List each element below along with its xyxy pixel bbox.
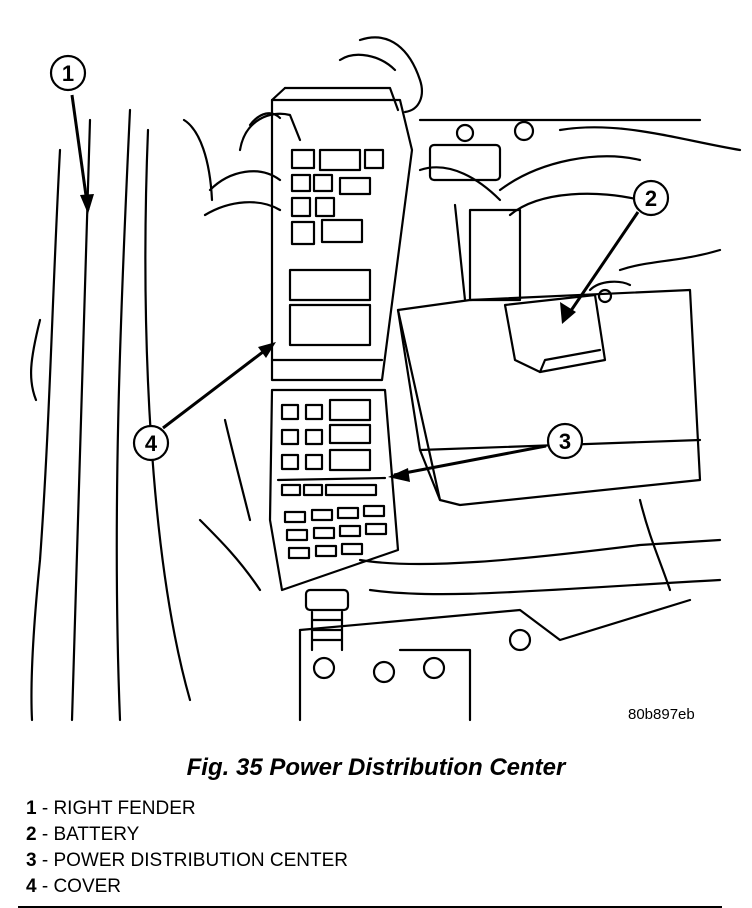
callout-1-label: 1 <box>62 61 74 86</box>
pdc-base-drawing <box>268 388 400 592</box>
legend-item-number: 4 <box>26 876 37 897</box>
engine-hoses-drawing <box>198 118 742 592</box>
legend-item-text: - RIGHT FENDER <box>36 798 196 819</box>
legend-item: 3 - POWER DISTRIBUTION CENTER <box>26 848 348 874</box>
callout-1: 1 <box>49 54 94 214</box>
legend-list: 1 - RIGHT FENDER 2 - BATTERY 3 - POWER D… <box>26 796 348 900</box>
legend-item: 2 - BATTERY <box>26 822 348 848</box>
callout-4-label: 4 <box>145 431 158 456</box>
figure-caption: Fig. 35 Power Distribution Center <box>186 754 566 781</box>
battery-drawing <box>396 248 722 592</box>
fender-drawing <box>29 108 214 722</box>
legend-item-number: 2 <box>26 824 37 845</box>
legend-item-text: - BATTERY <box>36 824 140 845</box>
legend-item: 4 - COVER <box>26 874 348 900</box>
bottom-divider <box>18 906 722 908</box>
engine-bay-illustration: 1 2 3 4 <box>29 36 742 722</box>
legend-item-text: - POWER DISTRIBUTION CENTER <box>36 850 348 871</box>
legend-item-number: 1 <box>26 798 37 819</box>
figure-reference-code: 80b897eb <box>628 706 695 723</box>
callout-2: 2 <box>560 179 670 324</box>
callout-3-label: 3 <box>559 429 571 454</box>
callout-3: 3 <box>388 422 584 482</box>
legend-item-text: - COVER <box>36 876 122 897</box>
bracket-drawing <box>298 538 722 722</box>
callout-4: 4 <box>132 342 276 462</box>
legend-item: 1 - RIGHT FENDER <box>26 796 348 822</box>
pdc-cover-drawing <box>270 86 414 382</box>
callout-2-label: 2 <box>645 186 657 211</box>
hands-drawing <box>238 36 423 152</box>
legend-item-number: 3 <box>26 850 37 871</box>
